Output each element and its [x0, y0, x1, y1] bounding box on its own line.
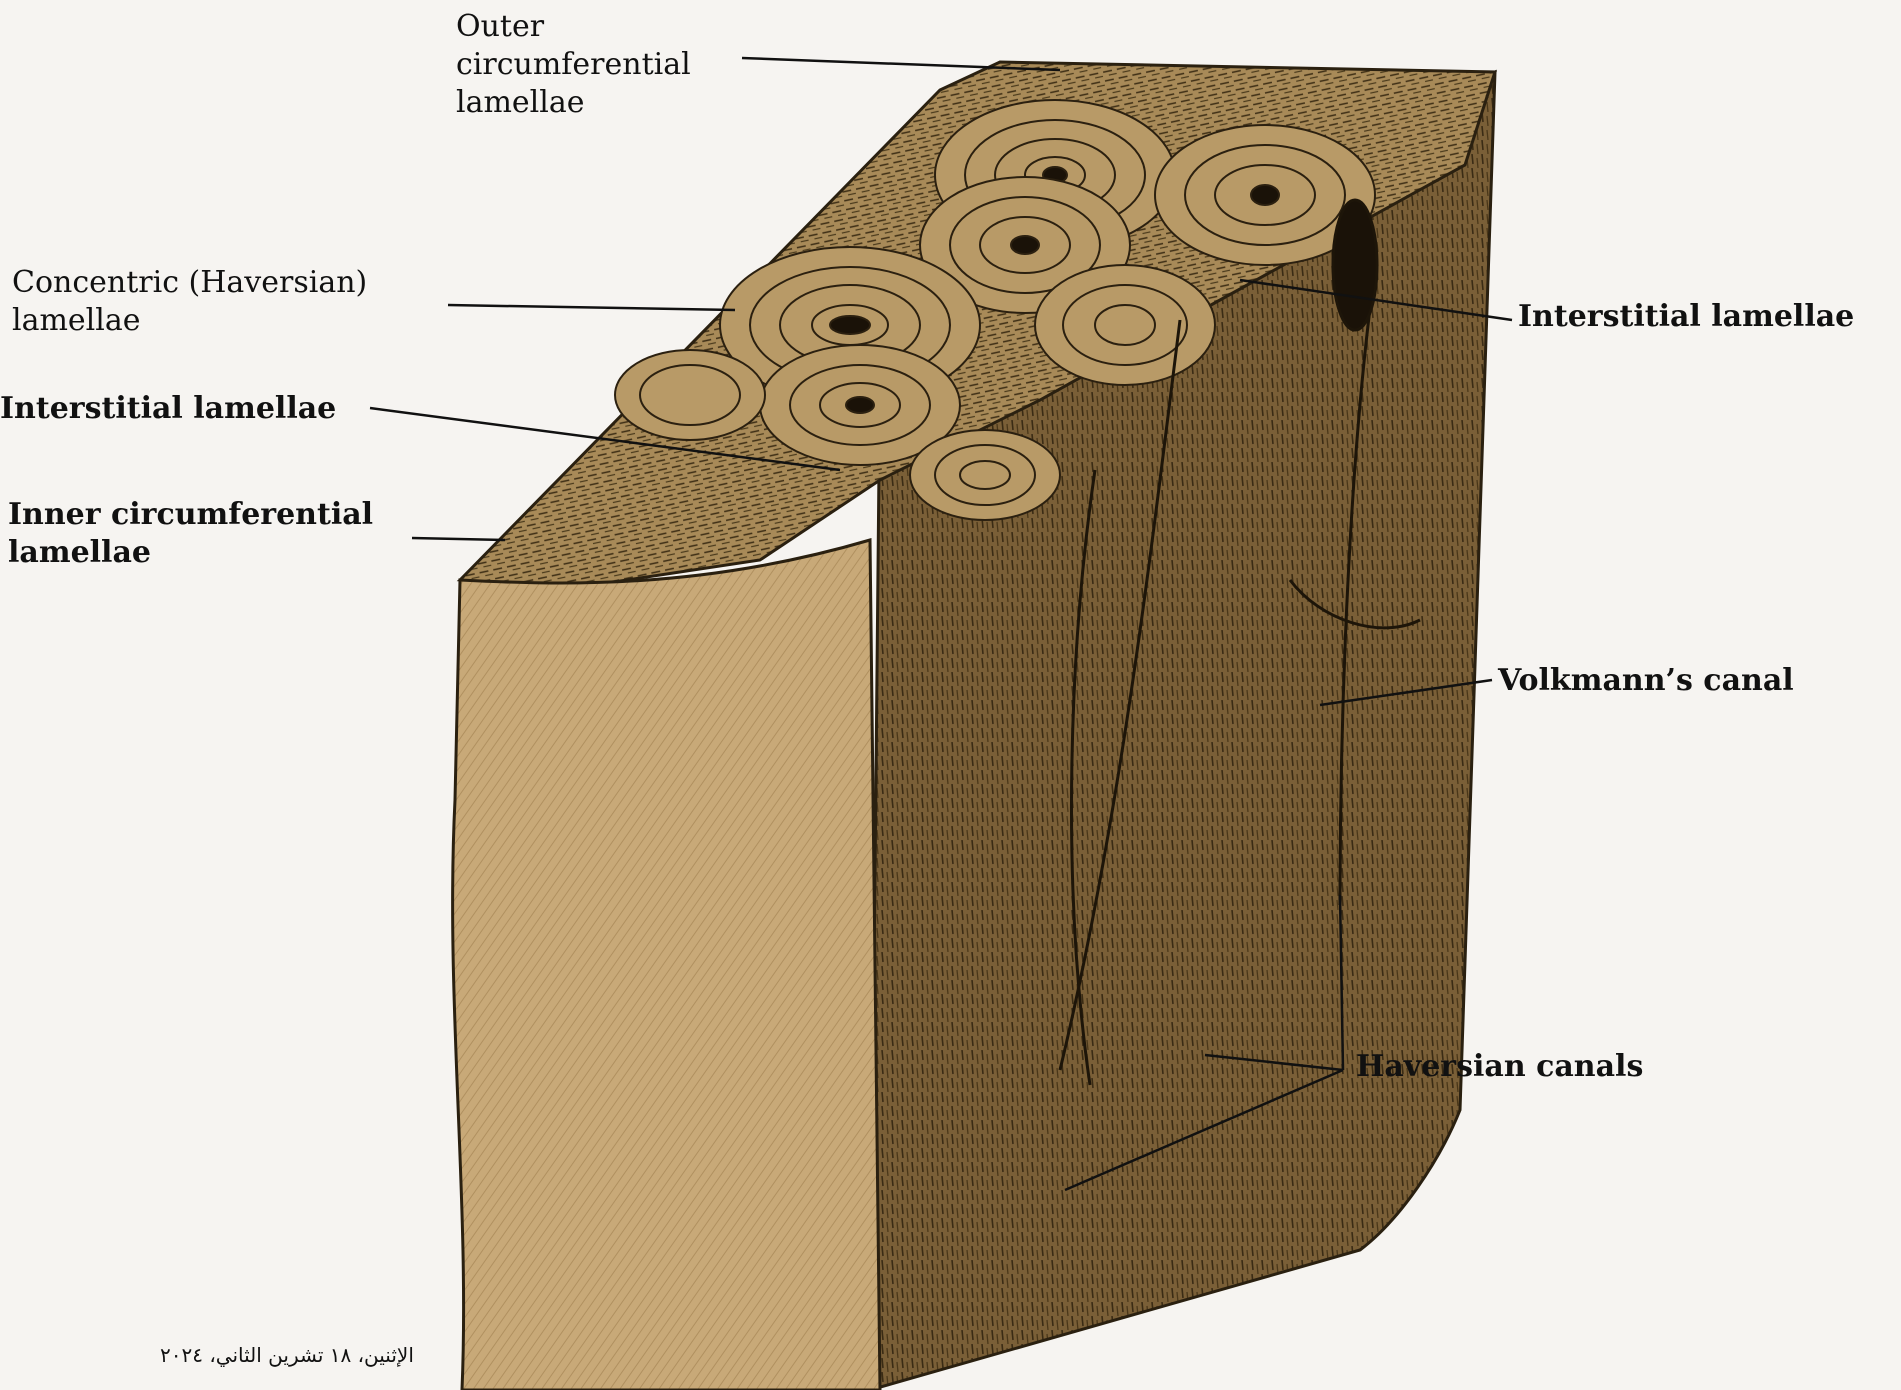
osteon-8 [615, 350, 765, 440]
label-outer-circumferential: Outer circumferential lamellae [456, 8, 691, 122]
volkmann-canal-opening [1333, 200, 1377, 330]
label-concentric-haversian: Concentric (Haversian) lamellae [12, 264, 367, 340]
label-haversian-canals: Haversian canals [1356, 1048, 1643, 1086]
label-volkmanns-canal: Volkmann’s canal [1498, 662, 1794, 700]
footer-date: الإثنين، ١٨ تشرين الثاني، ٢٠٢٤ [160, 1343, 414, 1367]
leader-concentric [448, 305, 735, 310]
label-inner-circumferential: Inner circumferential lamellae [8, 496, 373, 572]
osteon-6 [1035, 265, 1215, 385]
bone-front-face [453, 540, 880, 1390]
osteon-7 [910, 430, 1060, 520]
label-interstitial-right: Interstitial lamellae [1518, 298, 1854, 336]
leader-inner-circumferential [412, 538, 505, 540]
label-interstitial-left: Interstitial lamellae [0, 390, 336, 428]
